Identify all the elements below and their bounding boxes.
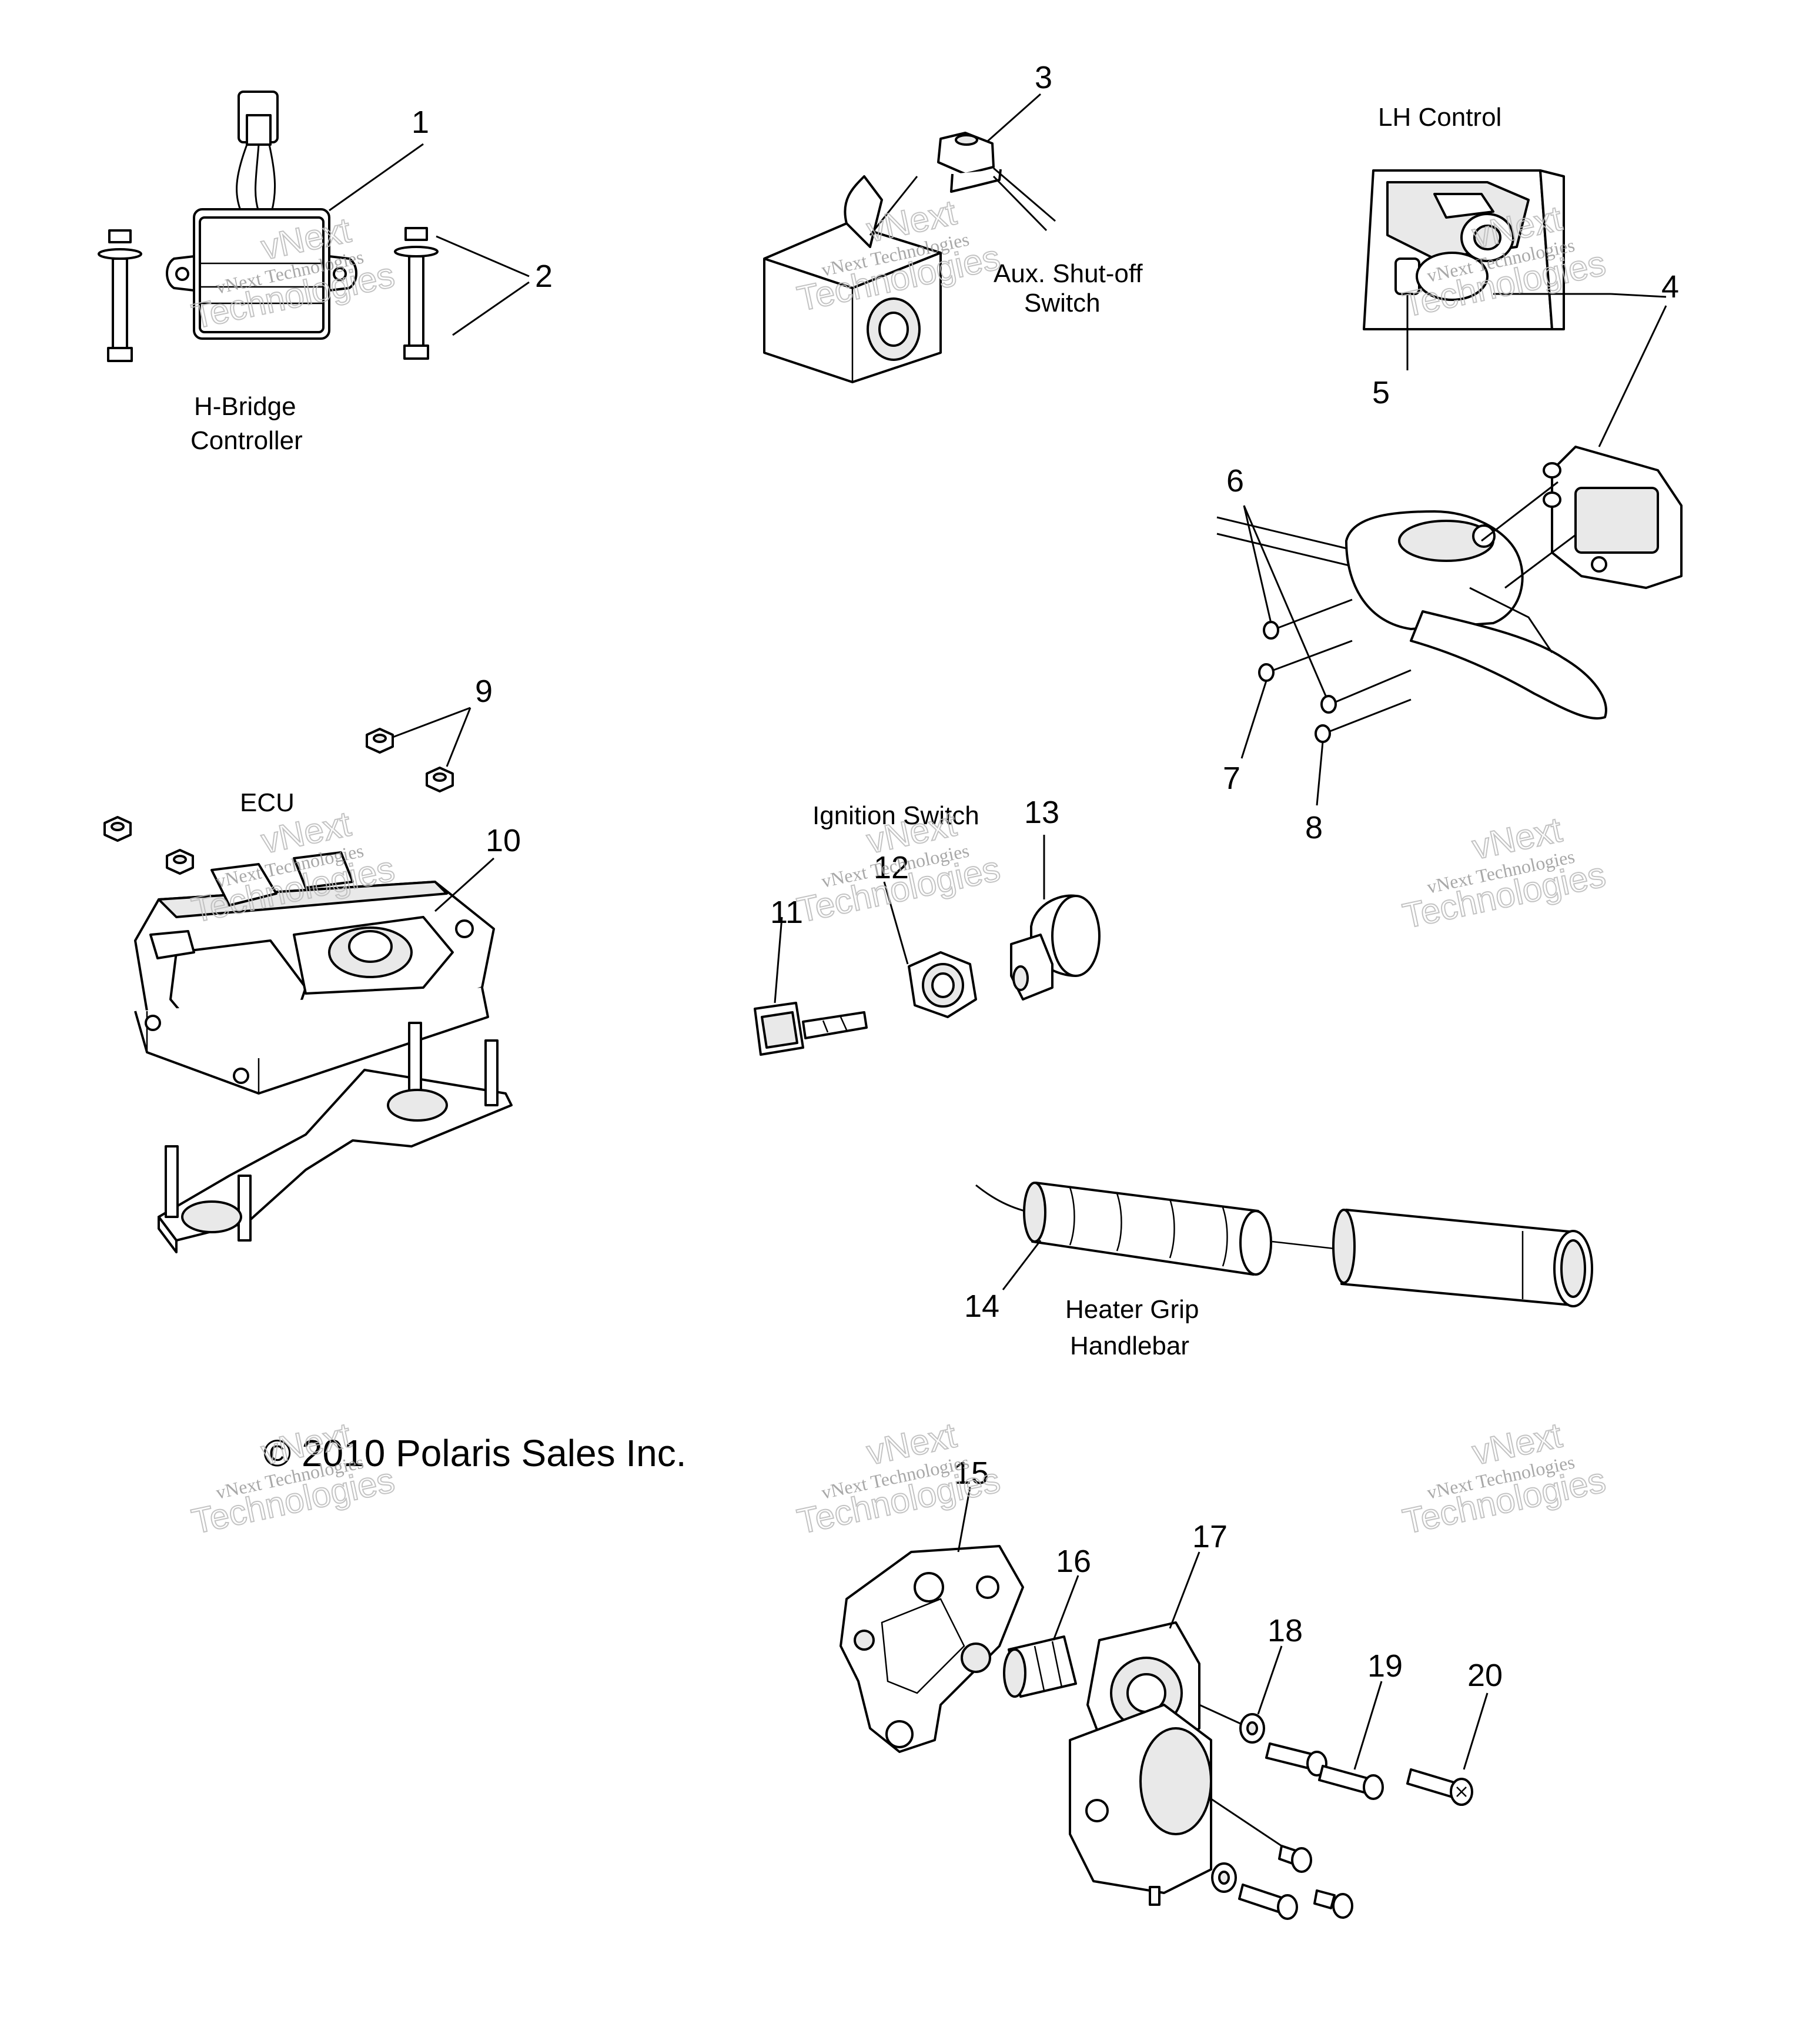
- part-number-19: 19: [1367, 1648, 1403, 1684]
- part-number-16: 16: [1056, 1544, 1091, 1579]
- part-number-13: 13: [1024, 795, 1059, 830]
- part-number-4: 4: [1661, 269, 1679, 305]
- part-number-12: 12: [874, 850, 909, 885]
- washer-18: [1239, 1713, 1265, 1744]
- nut-9a: [366, 728, 394, 754]
- leader-20: [1463, 1692, 1489, 1770]
- ecu-bracket: [158, 1022, 513, 1253]
- nut-ecu-a: [103, 816, 132, 842]
- h-bridge-controller: [166, 91, 357, 340]
- nut-9b: [426, 767, 454, 792]
- part-number-20: 20: [1467, 1658, 1503, 1693]
- leader-6a: [1243, 505, 1272, 624]
- lh-control-housing: [1363, 169, 1611, 330]
- bolt-left-2: [98, 229, 142, 362]
- part-number-9: 9: [475, 674, 493, 709]
- leader-12: [883, 881, 909, 965]
- caption-ecu: ECU: [240, 788, 295, 817]
- leader-4a: [1610, 293, 1667, 298]
- part-number-8: 8: [1305, 810, 1323, 845]
- bolt-right-2: [394, 227, 439, 360]
- caption-lh-control: LH Control: [1378, 103, 1501, 132]
- nut-ecu-b: [166, 849, 194, 875]
- watermark-6: vNext vNext Technologies Technologies: [1399, 809, 1610, 936]
- part-number-5: 5: [1372, 375, 1390, 410]
- watermark-9: vNext vNext Technologies Technologies: [1399, 1414, 1610, 1542]
- aux-shutoff-switch: [763, 132, 1056, 383]
- handlebar: [1332, 1209, 1593, 1307]
- screw-20: [1406, 1768, 1473, 1806]
- caption-h-bridge-line1: H-Bridge: [194, 392, 296, 421]
- part-number-7: 7: [1223, 761, 1240, 796]
- leader-14: [1002, 1240, 1042, 1290]
- heater-grip: [975, 1182, 1335, 1276]
- part-number-11: 11: [770, 895, 803, 930]
- caption-heater-line1: Heater Grip: [1065, 1295, 1199, 1324]
- copyright-text: © 2010 Polaris Sales Inc.: [263, 1432, 687, 1474]
- leader-17: [1169, 1551, 1200, 1629]
- shaft-16: [1003, 1635, 1077, 1698]
- leader-2a: [436, 235, 530, 277]
- axis-18: [1199, 1704, 1241, 1725]
- ignition-key: [754, 1002, 868, 1056]
- screw-6b: [1320, 669, 1412, 714]
- caption-aux-line2: Switch: [1024, 289, 1101, 317]
- screw-6a: [1263, 598, 1353, 640]
- watermark-8: vNext vNext Technologies Technologies: [793, 1414, 1004, 1542]
- part-number-18: 18: [1267, 1613, 1303, 1648]
- motor-17: [1069, 1621, 1212, 1906]
- leader-6b: [1243, 505, 1327, 698]
- leader-7: [1240, 680, 1267, 759]
- caption-ignition-switch: Ignition Switch: [812, 801, 979, 830]
- watermark-7: vNext vNext Technologies Technologies: [188, 1414, 399, 1542]
- part-number-3: 3: [1035, 60, 1052, 95]
- ecu-module: [134, 851, 495, 1095]
- part-number-17: 17: [1192, 1519, 1228, 1554]
- leader-9b: [446, 707, 471, 767]
- caption-h-bridge-line2: Controller: [190, 426, 303, 455]
- leader-4b: [1598, 305, 1667, 447]
- leader-11: [774, 916, 783, 1003]
- part-number-15: 15: [954, 1456, 989, 1491]
- part-number-10: 10: [486, 823, 521, 858]
- bolt-19: [1265, 1742, 1384, 1800]
- leader-9a: [392, 707, 471, 738]
- leader-10: [434, 857, 495, 912]
- leader-2b: [452, 281, 530, 336]
- part-number-1: 1: [412, 105, 429, 140]
- part-number-6: 6: [1226, 463, 1244, 499]
- mounting-plate-15: [840, 1545, 1024, 1753]
- lower-screws: [1210, 1798, 1353, 1920]
- leader-1: [329, 143, 424, 212]
- leader-18: [1257, 1645, 1283, 1715]
- ignition-nut: [908, 951, 977, 1018]
- leader-15: [957, 1487, 971, 1553]
- caption-heater-line2: Handlebar: [1070, 1332, 1189, 1360]
- part-number-14: 14: [964, 1289, 999, 1324]
- lh-control-assembly: [1216, 446, 1683, 720]
- ignition-switch-body: [1010, 894, 1101, 1001]
- leader-8: [1316, 741, 1324, 806]
- leader-19: [1353, 1681, 1383, 1770]
- leader-3: [987, 93, 1041, 142]
- part-number-2: 2: [535, 259, 553, 294]
- screw-7: [1258, 640, 1353, 682]
- leader-16: [1052, 1575, 1079, 1641]
- caption-aux-line1: Aux. Shut-off: [994, 259, 1143, 288]
